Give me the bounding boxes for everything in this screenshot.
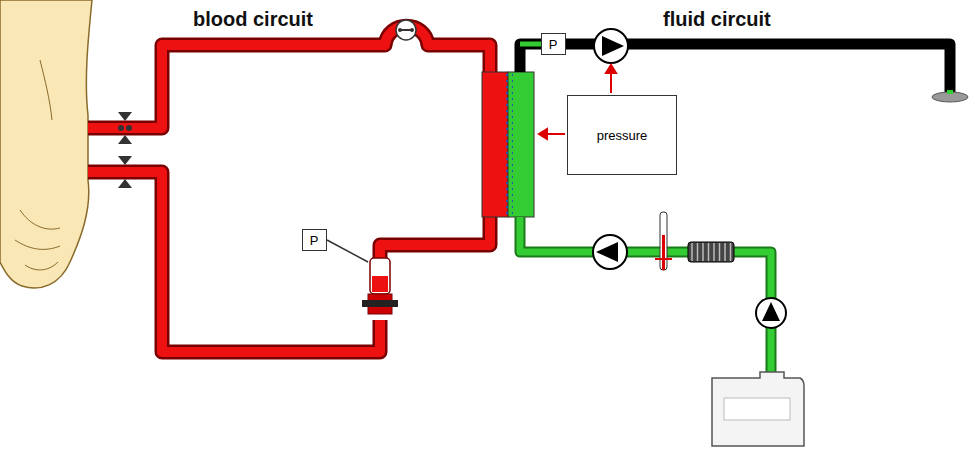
node-text: P (310, 233, 319, 248)
circuit-label: blood circuit (193, 8, 313, 31)
pressure-controller: pressure (567, 95, 677, 175)
drain (947, 90, 953, 94)
circuit-label: fluid circuit (663, 8, 771, 31)
drip-chamber (362, 258, 398, 314)
coil-winding (691, 243, 693, 261)
coil-winding (697, 243, 699, 261)
coil-winding (702, 243, 704, 261)
blood-tubing (88, 26, 490, 352)
dialyzer (482, 72, 534, 217)
patient-arm (0, 0, 92, 288)
coil-winding (713, 243, 715, 261)
arm-detail (15, 60, 60, 270)
dialysate-tubing (520, 217, 771, 372)
fluid-pump (594, 29, 628, 63)
pressure-gauge: P (302, 229, 327, 251)
pressure-gauge: P (541, 33, 566, 55)
thermometer (655, 212, 672, 270)
coil-winding (708, 243, 710, 261)
blood-pump (396, 20, 416, 40)
drain-tubing (520, 42, 541, 47)
dialysate-tubing (520, 217, 771, 372)
tube-clamp (118, 112, 132, 188)
heater-coil (688, 242, 734, 262)
pressure-line (327, 240, 368, 262)
coil-winding (719, 243, 721, 261)
node-text: P (549, 37, 558, 52)
node-text: pressure (597, 128, 648, 143)
coil-winding (730, 243, 732, 261)
dialysate-canister (712, 372, 804, 446)
coil-winding (724, 243, 726, 261)
dialysate-pump (593, 235, 786, 328)
drain-tubing (520, 44, 950, 92)
